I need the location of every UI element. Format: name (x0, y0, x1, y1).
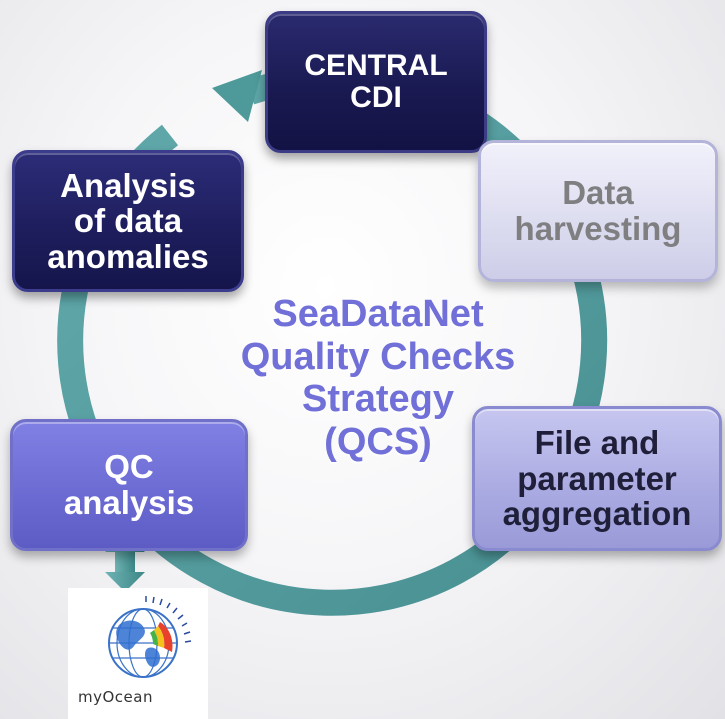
center-title: SeaDataNet Quality Checks Strategy (QCS) (218, 293, 538, 463)
data-harvesting-line2: harvesting (514, 210, 682, 247)
central-cdi-line2: CDI (350, 81, 402, 114)
data-harvesting-line1: Data (562, 174, 634, 212)
qc-analysis-line1: QC (104, 448, 154, 486)
anomalies-box: Analysis of data anomalies (12, 150, 244, 292)
qc-analysis-line2: analysis (63, 484, 195, 521)
qc-analysis-box: QC analysis (10, 419, 248, 551)
aggregation-line3: aggregation (502, 495, 692, 533)
aggregation-box: File and parameter aggregation (472, 406, 722, 551)
anomalies-line1: Analysis (60, 166, 196, 204)
center-title-line1: SeaDataNet (272, 293, 484, 335)
myocean-logo: myOcean (68, 588, 208, 719)
aggregation-line2: parameter (517, 459, 677, 497)
center-title-line3: Strategy (301, 378, 455, 421)
data-harvesting-box: Data harvesting (478, 140, 718, 282)
central-cdi-box: CENTRAL CDI (265, 11, 487, 153)
center-title-line2: Quality Checks (240, 335, 516, 378)
anomalies-line2: of data (73, 202, 183, 240)
central-cdi-line1: CENTRAL (304, 48, 448, 82)
globe-icon (108, 596, 192, 678)
aggregation-line1: File and (534, 424, 660, 462)
anomalies-line3: anomalies (47, 237, 209, 275)
center-title-line4: (QCS) (324, 420, 432, 463)
myocean-logo-text: myOcean (78, 688, 153, 706)
cycle-ring (57, 65, 608, 616)
cycle-arrowhead (212, 70, 262, 122)
